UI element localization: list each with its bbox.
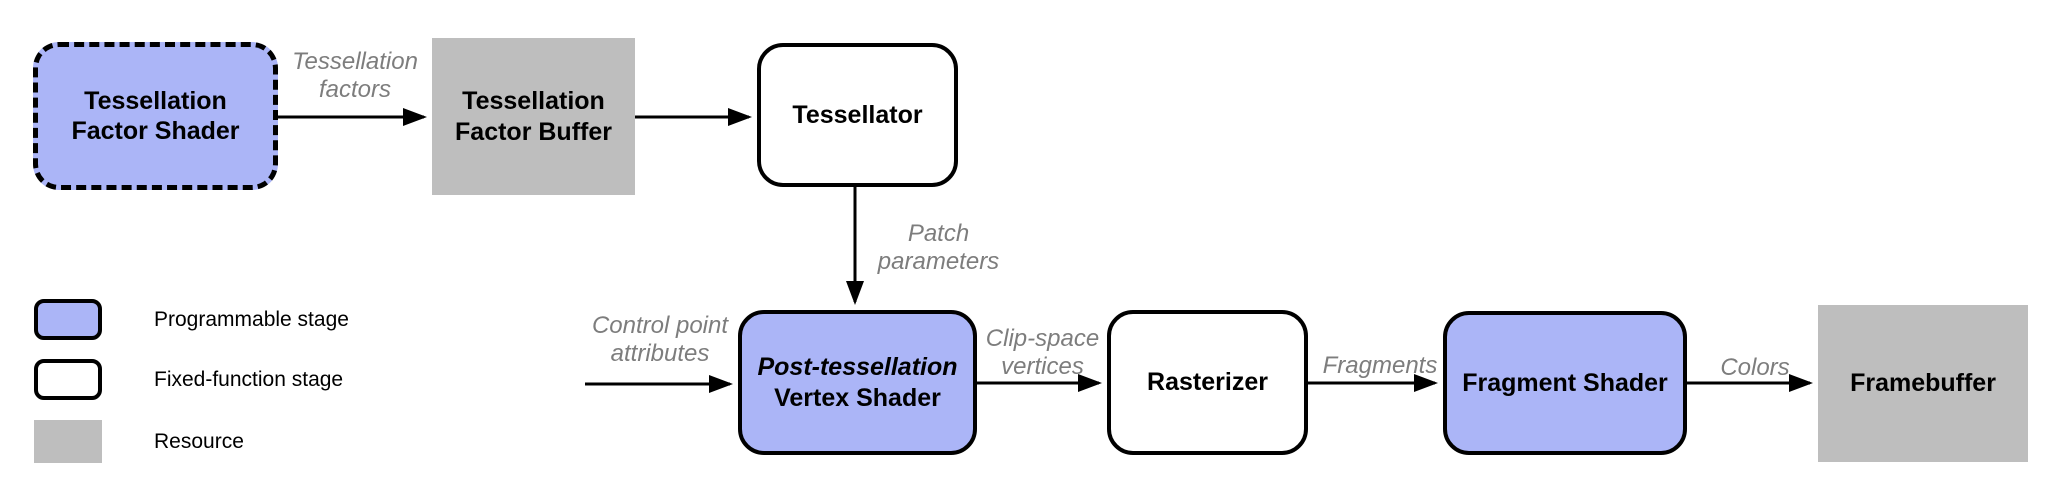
edge-label-tessellation-factors: Tessellation factors [292, 48, 418, 104]
node-tessellation-factor-buffer: Tessellation Factor Buffer [432, 38, 635, 195]
edge-label-patch-parameters: Patch parameters [877, 220, 1000, 276]
legend-item-fixed-function: Fixed-function stage [34, 359, 343, 400]
node-tessellator: Tessellator [757, 43, 958, 187]
node-post-tessellation-vertex-shader: Post-tessellation Vertex Shader [738, 310, 977, 455]
legend-swatch-resource [34, 420, 102, 463]
legend-label-resource: Resource [154, 429, 244, 453]
edge-label-colors: Colors [1720, 354, 1790, 381]
legend-swatch-fixed-function [34, 359, 102, 400]
post-tessellation-label-line1: Post-tessellation [757, 353, 958, 381]
node-framebuffer: Framebuffer [1818, 305, 2028, 462]
post-tessellation-label-line2: Vertex Shader [774, 383, 941, 412]
legend-label-fixed-function: Fixed-function stage [154, 367, 344, 391]
node-tessellation-factor-shader: Tessellation Factor Shader [33, 42, 278, 190]
node-rasterizer: Rasterizer [1107, 310, 1308, 455]
node-fragment-shader: Fragment Shader [1443, 311, 1687, 455]
edge-label-fragments: Fragments [1322, 352, 1438, 379]
edge-label-clip-space-vertices: Clip-space vertices [985, 325, 1100, 381]
legend-swatch-programmable [34, 299, 102, 340]
edge-label-control-point-attributes: Control point attributes [591, 312, 729, 368]
legend-label-programmable: Programmable stage [154, 307, 349, 331]
legend-item-resource: Resource [34, 420, 244, 463]
legend-item-programmable: Programmable stage [34, 299, 349, 340]
